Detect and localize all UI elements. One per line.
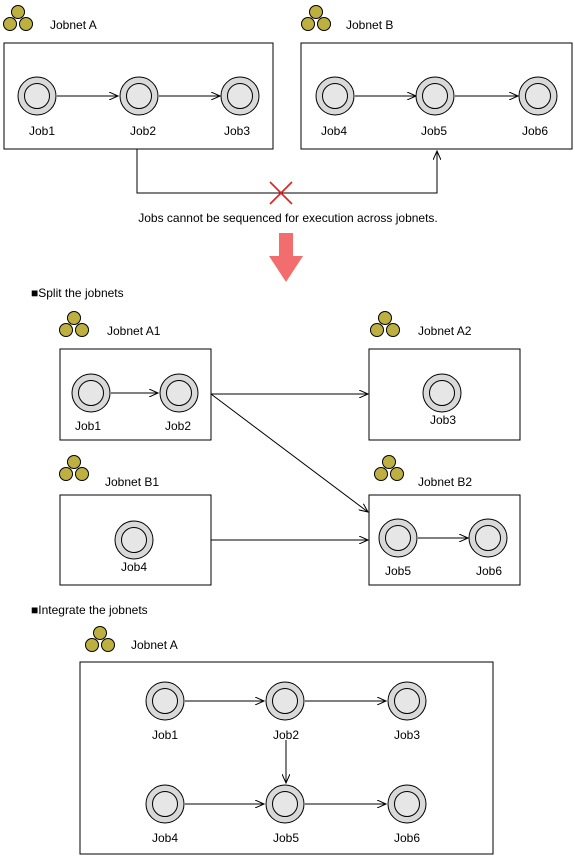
job6-label: Job6 [476, 564, 502, 578]
job1-icon [145, 681, 185, 721]
jobnet-icon [85, 626, 115, 652]
jobnet-b-title: Jobnet B [346, 18, 393, 32]
job4-label: Job4 [321, 124, 347, 138]
arrow-a1-to-b2 [210, 393, 368, 512]
job2-icon [159, 373, 199, 413]
integrate-heading: ■Integrate the jobnets [31, 603, 148, 617]
section-before: Jobnet A Job1 Job2 Job3 Jobnet B Job4 Jo… [3, 5, 573, 225]
jobnet-a-group: Jobnet A Job1 Job2 Job3 [3, 5, 274, 150]
jobnet-a-title: Jobnet A [131, 638, 178, 652]
job3-icon [220, 76, 260, 116]
job1-icon [17, 76, 57, 116]
jobnet-b2-title: Jobnet B2 [418, 475, 472, 489]
jobnet-b-group: Jobnet B Job4 Job5 Job6 [300, 5, 573, 150]
job3-label: Job3 [394, 728, 420, 742]
jobnet-icon [370, 311, 400, 337]
note-text: Jobs cannot be sequenced for execution a… [138, 211, 438, 225]
jobnet-a2-title: Jobnet A2 [418, 324, 472, 338]
job2-icon [119, 76, 159, 116]
job2-label: Job2 [165, 419, 191, 433]
split-heading: ■Split the jobnets [31, 286, 124, 300]
jobnet-icon [3, 5, 33, 31]
jobnet-b1-title: Jobnet B1 [105, 475, 159, 489]
jobnet-a-title: Jobnet A [50, 18, 97, 32]
x-mark-icon [269, 181, 293, 205]
section-split: ■Split the jobnets Jobnet A1 Job1 Job2 J… [31, 286, 521, 586]
job5-icon [378, 518, 418, 558]
job1-label: Job1 [75, 419, 101, 433]
job5-label: Job5 [421, 124, 447, 138]
job4-label: Job4 [121, 560, 147, 574]
down-arrow-icon [269, 233, 303, 282]
job6-label: Job6 [394, 831, 420, 845]
jobnet-icon [374, 455, 404, 481]
jobnet-icon [59, 311, 89, 337]
job5-icon [265, 784, 305, 824]
job3-label: Job3 [224, 124, 250, 138]
job4-icon [315, 76, 355, 116]
job2-label: Job2 [273, 728, 299, 742]
section-integrate: ■Integrate the jobnets Jobnet A Job1 Job… [31, 603, 494, 855]
jobnet-a1-title: Jobnet A1 [107, 324, 161, 338]
jobnet-icon [59, 455, 89, 481]
job4-label: Job4 [152, 831, 178, 845]
job1-label: Job1 [29, 124, 55, 138]
job2-label: Job2 [130, 124, 156, 138]
cross-jobnet-connector [136, 149, 437, 194]
job6-label: Job6 [522, 124, 548, 138]
jobnet-icon [301, 5, 331, 31]
job3-icon [422, 373, 462, 413]
job4-icon [145, 784, 185, 824]
job6-icon [518, 76, 558, 116]
job3-icon [387, 681, 427, 721]
job2-icon [265, 681, 305, 721]
job6-icon [468, 518, 508, 558]
job4-icon [114, 520, 154, 560]
job5-label: Job5 [273, 831, 299, 845]
job6-icon [387, 784, 427, 824]
job5-icon [415, 76, 455, 116]
job1-icon [71, 373, 111, 413]
job5-label: Job5 [385, 564, 411, 578]
job1-label: Job1 [152, 728, 178, 742]
job3-label: Job3 [430, 413, 456, 427]
